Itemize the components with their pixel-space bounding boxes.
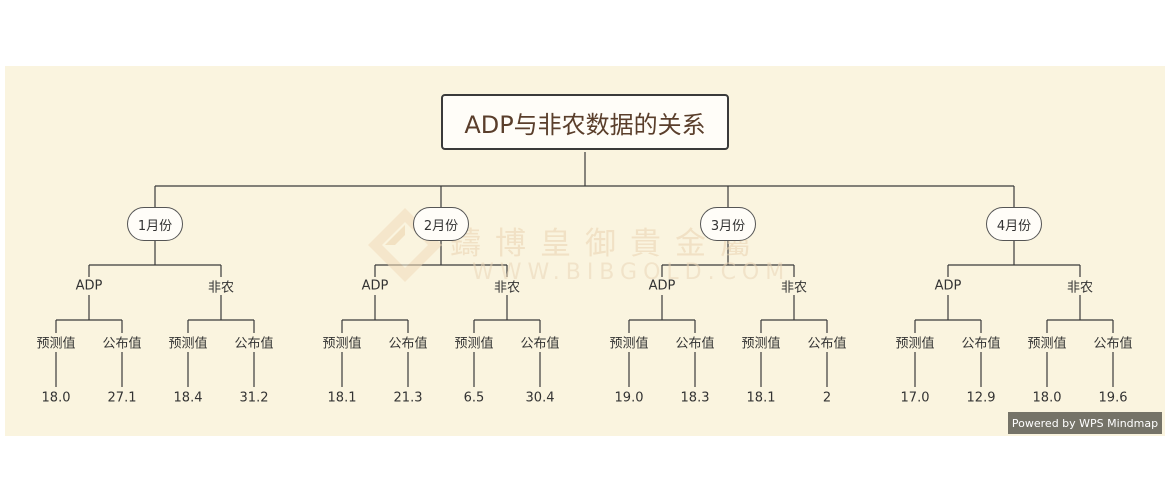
value-node-text: 18.4	[173, 390, 203, 406]
value-node[interactable]: 18.1	[747, 391, 776, 406]
group-node[interactable]: ADP	[649, 279, 676, 294]
value-node[interactable]: 30.4	[526, 391, 555, 406]
value-node[interactable]: 19.6	[1099, 391, 1128, 406]
powered-by-badge[interactable]: Powered by WPS Mindmap	[1008, 412, 1162, 434]
group-node[interactable]: 非农	[494, 277, 520, 296]
root-title: ADP与非农数据的关系	[464, 110, 706, 139]
root-node[interactable]: ADP与非农数据的关系	[441, 94, 729, 150]
leaf-node[interactable]: 预测值	[168, 333, 207, 352]
group-node-text: 非农	[1066, 280, 1094, 296]
group-node-text: 非农	[493, 280, 521, 296]
value-node[interactable]: 18.3	[681, 391, 710, 406]
value-node[interactable]: 19.0	[615, 391, 644, 406]
leaf-node[interactable]: 公布值	[388, 333, 427, 352]
value-node[interactable]: 18.4	[174, 391, 203, 406]
value-node[interactable]: 18.0	[42, 391, 71, 406]
leaf-node[interactable]: 公布值	[234, 333, 273, 352]
group-node[interactable]: 非农	[781, 277, 807, 296]
value-node-text: 18.1	[327, 390, 357, 406]
leaf-node[interactable]: 预测值	[1027, 333, 1066, 352]
value-node-text: 12.9	[966, 390, 996, 406]
leaf-node-text: 公布值	[520, 336, 560, 352]
value-node-text: 19.6	[1098, 390, 1128, 406]
group-node[interactable]: ADP	[935, 279, 962, 294]
group-node[interactable]: 非农	[1067, 277, 1093, 296]
month-node[interactable]: 1月份	[127, 207, 183, 241]
leaf-node-text: 公布值	[102, 336, 142, 352]
value-node-text: 30.4	[525, 390, 555, 406]
value-node[interactable]: 2	[823, 391, 831, 406]
leaf-node[interactable]: 预测值	[895, 333, 934, 352]
watermark: 鑄博皇御貴金屬 WWW.BIBGOLD.COM	[360, 200, 820, 290]
leaf-node-text: 公布值	[1093, 336, 1133, 352]
value-node[interactable]: 6.5	[464, 391, 485, 406]
value-node[interactable]: 12.9	[967, 391, 996, 406]
value-node[interactable]: 21.3	[394, 391, 423, 406]
leaf-node-text: 公布值	[234, 336, 274, 352]
leaf-node[interactable]: 预测值	[36, 333, 75, 352]
watermark-url: WWW.BIBGOLD.COM	[472, 260, 791, 285]
leaf-node-text: 公布值	[675, 336, 715, 352]
month-node[interactable]: 4月份	[986, 207, 1042, 241]
group-node-text: ADP	[75, 278, 103, 294]
leaf-node-text: 预测值	[168, 336, 208, 352]
leaf-node-text: 公布值	[807, 336, 847, 352]
leaf-node[interactable]: 公布值	[1093, 333, 1132, 352]
leaf-node-text: 预测值	[322, 336, 362, 352]
watermark-chinese-text: 鑄博皇御貴金屬	[450, 226, 765, 262]
leaf-node[interactable]: 预测值	[322, 333, 361, 352]
group-node[interactable]: ADP	[362, 279, 389, 294]
leaf-node-text: 预测值	[454, 336, 494, 352]
value-node-text: 18.0	[41, 390, 71, 406]
value-node[interactable]: 17.0	[901, 391, 930, 406]
value-node-text: 17.0	[900, 390, 930, 406]
value-node-text: 19.0	[614, 390, 644, 406]
value-node-text: 31.2	[239, 390, 269, 406]
month-node[interactable]: 3月份	[700, 207, 756, 241]
group-node-text: ADP	[361, 278, 389, 294]
value-node[interactable]: 18.1	[328, 391, 357, 406]
leaf-node-text: 预测值	[1027, 336, 1067, 352]
leaf-node[interactable]: 公布值	[520, 333, 559, 352]
month-node-text: 4月份	[996, 218, 1032, 234]
leaf-node[interactable]: 公布值	[102, 333, 141, 352]
group-node-text: 非农	[207, 280, 235, 296]
value-node-text: 2	[822, 390, 832, 406]
month-node-text: 2月份	[423, 218, 459, 234]
group-node-text: ADP	[934, 278, 962, 294]
value-node-text: 18.0	[1032, 390, 1062, 406]
month-node[interactable]: 2月份	[413, 207, 469, 241]
value-node-text: 18.3	[680, 390, 710, 406]
value-node[interactable]: 18.0	[1033, 391, 1062, 406]
month-node-text: 1月份	[137, 218, 173, 234]
leaf-node-text: 预测值	[36, 336, 76, 352]
group-node-text: ADP	[648, 278, 676, 294]
value-node[interactable]: 31.2	[240, 391, 269, 406]
leaf-node-text: 预测值	[741, 336, 781, 352]
leaf-node[interactable]: 预测值	[741, 333, 780, 352]
leaf-node[interactable]: 公布值	[675, 333, 714, 352]
value-node-text: 21.3	[393, 390, 423, 406]
group-node-text: 非农	[780, 280, 808, 296]
group-node[interactable]: 非农	[208, 277, 234, 296]
badge-label: Powered by WPS Mindmap	[1011, 416, 1159, 430]
group-node[interactable]: ADP	[76, 279, 103, 294]
value-node[interactable]: 27.1	[108, 391, 137, 406]
leaf-node-text: 预测值	[895, 336, 935, 352]
leaf-node-text: 预测值	[609, 336, 649, 352]
month-node-text: 3月份	[710, 218, 746, 234]
leaf-node[interactable]: 预测值	[609, 333, 648, 352]
leaf-node-text: 公布值	[388, 336, 428, 352]
leaf-node[interactable]: 预测值	[454, 333, 493, 352]
leaf-node-text: 公布值	[961, 336, 1001, 352]
value-node-text: 6.5	[463, 390, 485, 406]
value-node-text: 27.1	[107, 390, 137, 406]
value-node-text: 18.1	[746, 390, 776, 406]
leaf-node[interactable]: 公布值	[807, 333, 846, 352]
leaf-node[interactable]: 公布值	[961, 333, 1000, 352]
